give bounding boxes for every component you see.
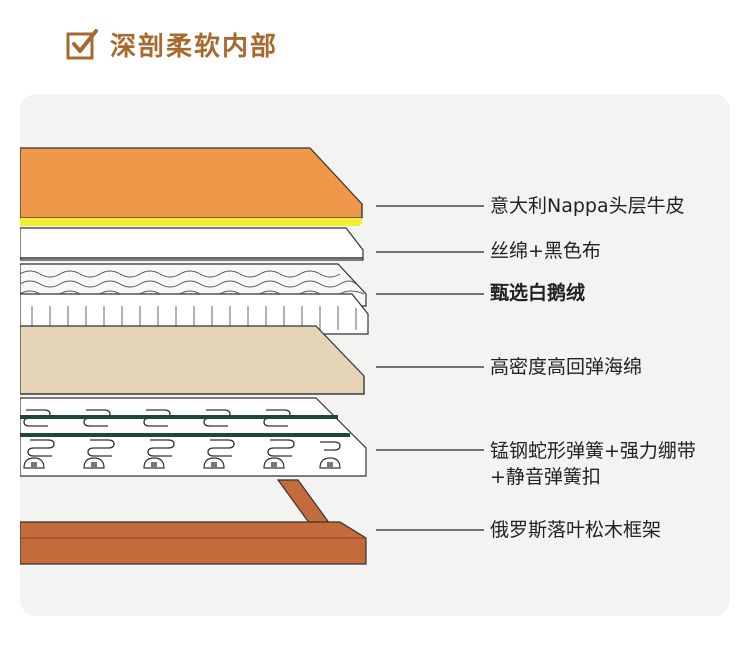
label-goose-down: 甄选白鹅绒	[490, 280, 585, 306]
layers-panel: 意大利Nappa头层牛皮 丝绵+黑色布 甄选白鹅绒 高密度高回弹海绵 锰钢蛇形弹…	[20, 94, 730, 616]
label-foam: 高密度高回弹海绵	[490, 354, 642, 380]
label-springs-line1: 锰钢蛇形弹簧+强力绷带	[490, 438, 696, 464]
leather-edge	[20, 218, 362, 224]
label-silk-cotton: 丝绵+黑色布	[490, 238, 601, 264]
section-header: 深剖柔软内部	[66, 22, 278, 66]
layer-springs	[20, 398, 366, 476]
layer-nappa-leather	[20, 148, 362, 226]
label-frame: 俄罗斯落叶松木框架	[490, 517, 661, 543]
layer-silk-cotton	[20, 228, 363, 260]
label-springs-line2: +静音弹簧扣	[490, 464, 601, 490]
leader-lines	[376, 206, 484, 530]
label-nappa-leather: 意大利Nappa头层牛皮	[490, 193, 685, 219]
checkbox-icon	[66, 28, 98, 60]
layer-foam	[20, 326, 364, 394]
leather-top	[20, 148, 362, 218]
layer-frame	[20, 480, 366, 564]
page-title: 深剖柔软内部	[110, 26, 278, 63]
